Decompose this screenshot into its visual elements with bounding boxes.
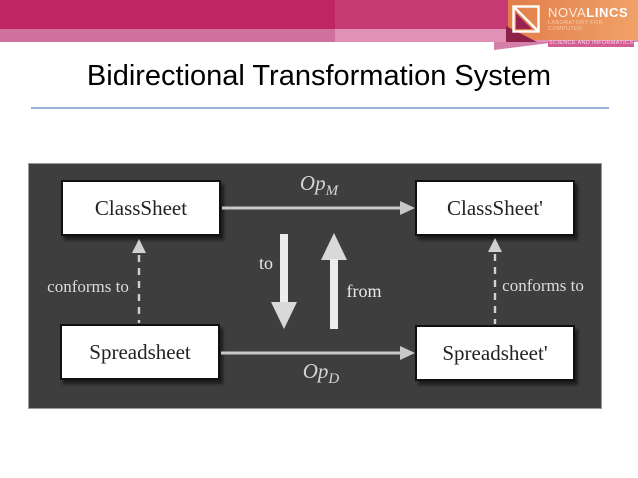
opm-label-base: Op: [299, 171, 326, 195]
novalincs-logo-text: NOVALINCS LABORATORY FOR COMPUTER SCIENC…: [548, 6, 638, 48]
opd-label: OpD: [281, 359, 361, 388]
opm-label-sub: M: [325, 183, 339, 200]
opd-arrow-icon: [221, 346, 415, 360]
conforms-left-label: conforms to: [47, 277, 129, 296]
transformation-diagram: ClassSheet ClassSheet' Spreadsheet Sprea…: [28, 163, 602, 409]
opm-label: OpM: [279, 171, 359, 200]
node-spreadsheet: Spreadsheet: [60, 324, 220, 380]
logo-tagline-1: LABORATORY FOR COMPUTER: [548, 20, 603, 32]
to-label: to: [258, 253, 273, 273]
page-title: Bidirectional Transformation System: [86, 60, 552, 92]
conforms-left-arrow-icon: [132, 239, 146, 323]
conforms-right-label: conforms to: [502, 276, 584, 295]
from-arrow-icon: [321, 233, 347, 329]
node-classsheet-prime: ClassSheet': [415, 180, 575, 236]
from-label: from: [346, 281, 382, 301]
to-arrow-icon: [271, 234, 297, 329]
logo-name-regular: NOVA: [548, 5, 587, 20]
opm-arrow-icon: [222, 201, 415, 215]
node-spreadsheet-prime: Spreadsheet': [415, 325, 575, 381]
novalincs-logo-icon: [512, 5, 540, 33]
conforms-right-arrow-icon: [488, 238, 502, 324]
logo-name-bold: LINCS: [586, 5, 629, 20]
opd-label-sub: D: [328, 371, 340, 388]
opd-label-base: Op: [302, 359, 329, 383]
logo-tagline-2: SCIENCE AND INFORMATICS: [548, 40, 635, 47]
logo-name: NOVALINCS: [548, 6, 638, 19]
title-underline: [31, 107, 609, 109]
node-classsheet: ClassSheet: [61, 180, 221, 236]
logo-fold-pink: [494, 42, 558, 50]
